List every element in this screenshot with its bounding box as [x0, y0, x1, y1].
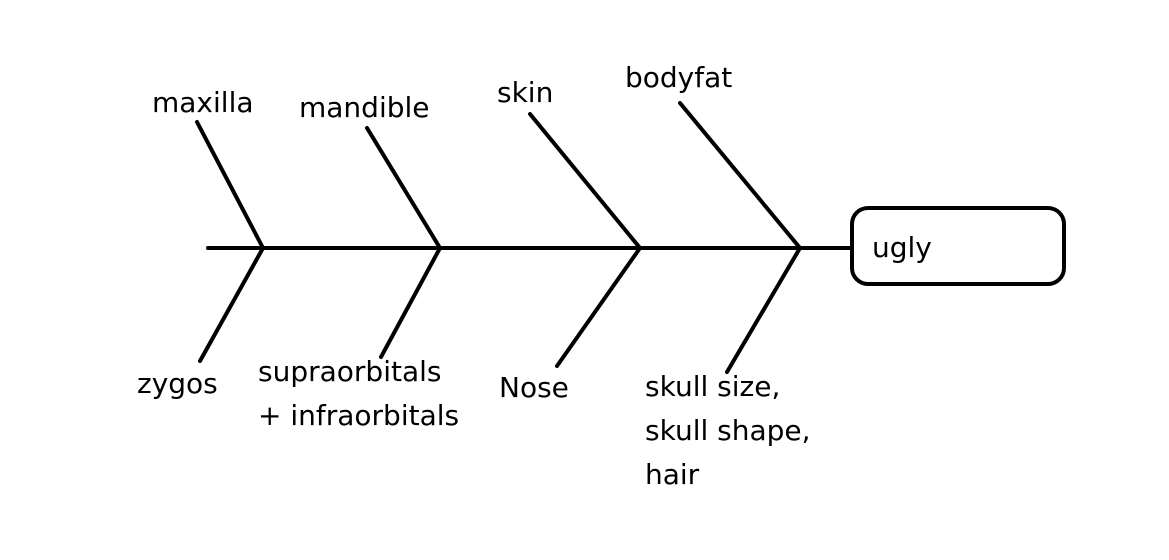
- cause-label-maxilla: maxilla: [152, 86, 254, 119]
- cause-label-bodyfat: bodyfat: [625, 61, 733, 94]
- bone-nose: [555, 246, 642, 368]
- bone-skull: [725, 246, 802, 374]
- bone-bodyfat: [678, 101, 802, 250]
- bone-skin: [528, 112, 642, 250]
- effect-box: ugly: [850, 206, 1066, 286]
- cause-label-zygos: zygos: [137, 367, 218, 400]
- cause-label-skin: skin: [497, 76, 554, 109]
- cause-label-skull: skull size, skull shape, hair: [645, 370, 811, 491]
- bone-mandible: [365, 126, 442, 250]
- bone-maxilla: [195, 120, 265, 250]
- cause-label-mandible: mandible: [299, 91, 430, 124]
- cause-label-nose: Nose: [499, 371, 569, 404]
- bone-supraorbitals: [379, 246, 442, 359]
- effect-label: ugly: [872, 231, 932, 264]
- bone-zygos: [198, 246, 265, 363]
- cause-label-supraorbitals: supraorbitals + infraorbitals: [258, 355, 460, 432]
